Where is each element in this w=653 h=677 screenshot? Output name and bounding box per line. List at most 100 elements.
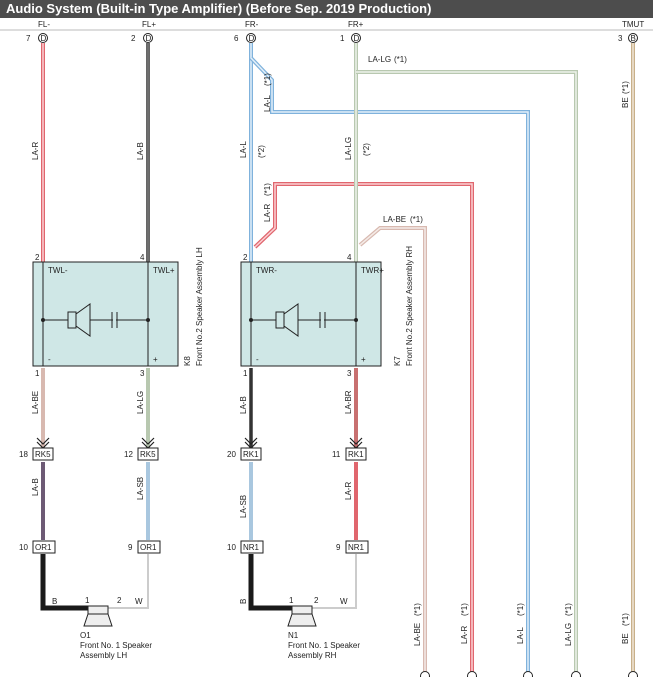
svg-text:6: 6 [234,34,239,43]
speaker-rh-name-1: Front No. 1 Speaker [288,641,360,650]
top-pin-fr-pos: 1 D [340,33,361,43]
svg-text:D: D [249,34,255,43]
speaker-lh-pin1: 1 [85,596,90,605]
label-note1-g: (*1) [460,603,469,616]
speaker-lh-name-2: Assembly LH [80,651,127,660]
label-note1-j: (*1) [621,613,630,626]
tweeter-rh-code: K7 [393,356,402,366]
conn-rk1-a-pin: 20 [227,450,236,459]
label-note2-b: (*2) [362,143,371,156]
conn-nr1-a-pin: 10 [227,543,236,552]
label-la-be-lh: LA-BE [31,391,40,414]
conn-nr1-b [345,540,369,554]
speaker-rh-code: N1 [288,631,299,640]
bottom-pin-circles [420,671,638,677]
conn-or1-b-label: OR1 [140,543,157,552]
svg-text:2: 2 [131,34,136,43]
tweeter-lh-plus: + [153,355,158,364]
tweeter-rh [240,261,382,367]
tweeter-lh-code: K8 [183,356,192,366]
top-pin-fr-neg: 6 D [234,33,256,43]
speaker-rh-pin1: 1 [289,596,294,605]
label-la-lg-bottom: LA-LG [564,623,573,646]
signal-fr-neg: FR- [245,20,259,29]
tweeter-rh-term-neg: TWR- [256,266,277,275]
label-la-l-1: LA-L [239,141,248,158]
conn-rk1-b-label: RK1 [348,450,364,459]
top-pin-tmut: 3 B [618,33,638,43]
speaker-lh-icon [83,605,113,627]
label-la-be-bottom: LA-BE [413,623,422,646]
speaker-rh-icon [287,605,317,627]
label-la-lg-lh: LA-LG [136,391,145,414]
conn-nr1-a-label: NR1 [243,543,260,552]
chevron-connector-icon [36,437,363,449]
label-la-br-rh: LA-BR [344,390,353,414]
tweeter-lh-term-neg: TWL- [48,266,68,275]
conn-nr1-b-pin: 9 [336,543,341,552]
conn-nr1-a [240,540,264,554]
tweeter-lh-pin-4: 4 [140,253,145,262]
tweeter-lh-name: Front No.2 Speaker Assembly LH [195,247,204,366]
conn-or1-a-label: OR1 [35,543,52,552]
label-la-b-lh-2: LA-B [31,478,40,496]
label-note1-h: (*1) [516,603,525,616]
svg-text:B: B [631,34,636,43]
svg-text:D: D [354,34,360,43]
tweeter-lh [32,261,179,367]
wire-n1-b [248,554,292,611]
wire-la-l-branch [249,56,530,677]
label-note1-c: (*1) [263,183,272,196]
speaker-rh-pin2: 2 [314,596,319,605]
label-la-l-branch: LA-L [263,95,272,112]
signal-fr-pos: FR+ [348,20,364,29]
label-be-top: BE [621,97,630,108]
wiring-diagram: FL- FL+ FR- FR+ TMUT 7 D 2 D 6 D 1 D 3 B [0,20,653,677]
diagram-title: Audio System (Built-in Type Amplifier) (… [0,0,653,18]
tweeter-rh-pin-1: 1 [243,369,248,378]
tweeter-rh-term-pos: TWR+ [361,266,384,275]
conn-rk5-b-pin: 12 [124,450,133,459]
wire-o1-w [108,554,149,609]
conn-rk5-b [137,447,159,461]
svg-text:1: 1 [340,34,345,43]
label-note1-a: (*1) [263,73,272,86]
label-la-r-1: LA-R [31,142,40,160]
tweeter-lh-pin-2: 2 [35,253,40,262]
conn-or1-b [137,540,161,554]
label-b-o1: B [52,597,57,606]
label-la-r-rh: LA-R [344,482,353,500]
signal-fl-pos: FL+ [142,20,156,29]
conn-or1-b-pin: 9 [128,543,133,552]
tweeter-lh-pin-1: 1 [35,369,40,378]
tweeter-rh-pin-3: 3 [347,369,352,378]
wire-la-r-branch [253,182,474,677]
conn-rk1-a-label: RK1 [243,450,259,459]
tweeter-rh-pin-4: 4 [347,253,352,262]
label-la-lg-branch: LA-LG [368,55,391,64]
tweeter-lh-pin-3: 3 [140,369,145,378]
tweeter-rh-pin-2: 2 [243,253,248,262]
svg-text:D: D [146,34,152,43]
conn-rk1-b-pin: 11 [332,450,341,459]
signal-fl-neg: FL- [38,20,50,29]
label-la-r-branch: LA-R [263,204,272,222]
svg-text:3: 3 [618,34,623,43]
label-la-sb-lh: LA-SB [136,477,145,500]
wire-n1-w [312,554,357,609]
tweeter-rh-plus: + [361,355,366,364]
top-pin-fl-neg: 7 D [26,33,48,43]
label-be-bottom: BE [621,633,630,644]
top-pin-fl-pos: 2 D [131,33,153,43]
label-la-be-branch: LA-BE [383,215,406,224]
tweeter-rh-name: Front No.2 Speaker Assembly RH [405,246,414,366]
label-b-n1: B [239,599,248,604]
conn-rk5-a [32,447,54,461]
conn-rk1-b [345,447,367,461]
conn-rk5-a-pin: 18 [19,450,28,459]
svg-text:7: 7 [26,34,31,43]
tweeter-lh-term-pos: TWL+ [153,266,175,275]
label-note1-i: (*1) [564,603,573,616]
conn-rk5-b-label: RK5 [140,450,156,459]
label-note2-a: (*2) [257,145,266,158]
